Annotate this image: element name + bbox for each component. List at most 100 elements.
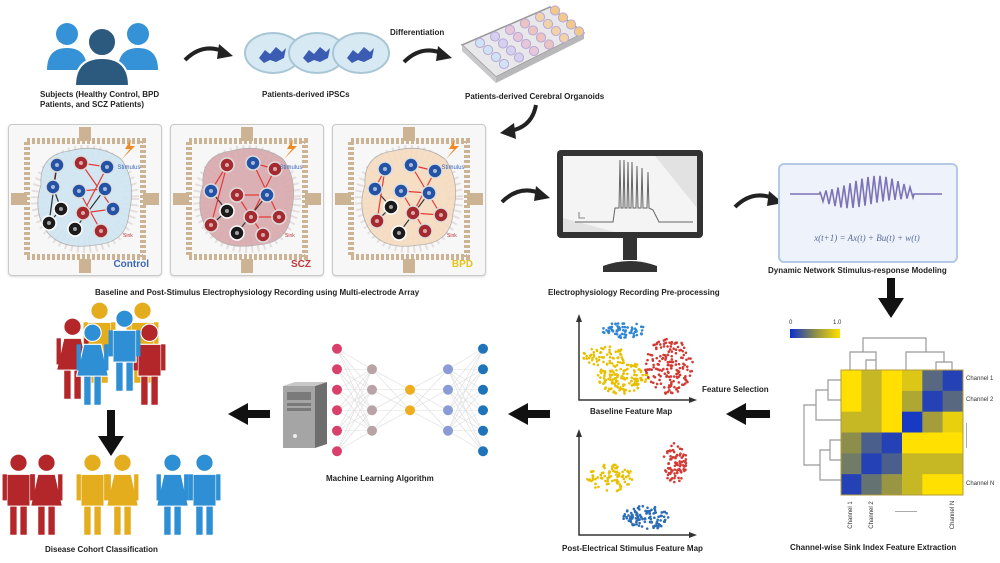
scatter-point bbox=[689, 357, 692, 360]
scatter-point bbox=[595, 357, 598, 360]
oscillation-waveform bbox=[790, 175, 942, 209]
person-body bbox=[105, 473, 140, 507]
heatmap-cell bbox=[922, 453, 943, 475]
scatter-point bbox=[651, 359, 655, 362]
scatter-point bbox=[592, 351, 596, 354]
scatter-point bbox=[653, 507, 656, 510]
scatter-point bbox=[636, 382, 640, 386]
scatter-point bbox=[615, 470, 619, 474]
well bbox=[550, 25, 562, 37]
scatter-point bbox=[673, 385, 676, 389]
scatter-point bbox=[599, 351, 603, 354]
neuron-core bbox=[105, 165, 109, 169]
curved-arrow-down-icon bbox=[500, 104, 538, 139]
scatter-point bbox=[662, 367, 665, 371]
scatter-point bbox=[675, 471, 679, 475]
scatter-point bbox=[659, 382, 663, 385]
scatter-point bbox=[648, 368, 652, 371]
arrow-left-icon bbox=[726, 403, 770, 425]
scatter-point bbox=[607, 389, 610, 393]
scatter-point bbox=[660, 514, 663, 518]
scatter-point bbox=[657, 515, 660, 519]
scatter-point bbox=[639, 376, 642, 380]
scatter-point bbox=[667, 386, 671, 389]
scatter-point bbox=[670, 350, 674, 353]
nn-neuron bbox=[443, 425, 453, 436]
nn-edge bbox=[336, 430, 373, 452]
scatter-point bbox=[684, 464, 688, 467]
heatmap-cell bbox=[861, 370, 882, 392]
curved-arrow-icon bbox=[733, 191, 783, 209]
nn-neuron bbox=[367, 364, 377, 375]
person-arm bbox=[2, 474, 7, 501]
scatter-point bbox=[616, 475, 619, 479]
post-stimulus-map-label: Post-Electrical Stimulus Feature Map bbox=[562, 544, 703, 553]
scatter-point bbox=[679, 470, 683, 474]
scatter-point bbox=[603, 374, 606, 378]
scatter-point bbox=[610, 479, 614, 483]
scatter-point bbox=[675, 341, 678, 345]
scatter-point bbox=[595, 349, 599, 353]
person-leg bbox=[125, 361, 134, 392]
scatter-point bbox=[607, 482, 610, 486]
scatter-point bbox=[632, 334, 636, 338]
nn-edge bbox=[447, 409, 484, 432]
person-arm bbox=[161, 344, 166, 371]
scatter-point bbox=[632, 332, 635, 335]
person-arm bbox=[188, 474, 193, 501]
scatter-point bbox=[669, 455, 672, 458]
scatter-point bbox=[675, 375, 679, 379]
scatter-point bbox=[610, 373, 614, 377]
scatter-point bbox=[598, 355, 601, 359]
heatmap-cell bbox=[881, 453, 903, 475]
scatter-point bbox=[615, 473, 618, 476]
neuron-core bbox=[383, 167, 387, 171]
stimulus-label: Stimulus bbox=[117, 165, 140, 171]
scatter-point bbox=[683, 363, 686, 367]
scatter-point bbox=[649, 515, 652, 518]
scatter-point bbox=[685, 358, 688, 361]
male-person-icon bbox=[188, 453, 221, 536]
scatter-point bbox=[655, 346, 658, 349]
feature-selection-label: Feature Selection bbox=[702, 385, 769, 394]
nn-edge bbox=[447, 389, 484, 431]
baseline-feature-scatter bbox=[576, 314, 697, 403]
nn-edge bbox=[447, 348, 484, 370]
scatter-point bbox=[603, 345, 607, 349]
scatter-point bbox=[587, 361, 591, 364]
scatter-point bbox=[602, 382, 605, 386]
heatmap-cell bbox=[902, 370, 923, 392]
scatter-point bbox=[624, 335, 627, 339]
well bbox=[482, 44, 494, 56]
scatter-point bbox=[667, 375, 671, 379]
heatmap-cell bbox=[841, 390, 862, 412]
scatter-point bbox=[582, 351, 586, 355]
scatter-point bbox=[652, 363, 655, 367]
scatter-point bbox=[608, 356, 612, 359]
scatter-point bbox=[603, 474, 606, 478]
scatter-point bbox=[663, 338, 667, 342]
scatter-point bbox=[677, 370, 681, 374]
scatter-point bbox=[637, 508, 641, 511]
nn-edge bbox=[447, 348, 484, 390]
scatter-point bbox=[638, 513, 642, 517]
subjects-label-line2: Patients, and SCZ Patients) bbox=[40, 100, 145, 109]
nn-edge bbox=[447, 430, 484, 452]
arrow-left-icon bbox=[508, 403, 550, 425]
scatter-point bbox=[645, 373, 649, 377]
scatter-point bbox=[688, 374, 692, 377]
scatter-point bbox=[623, 325, 627, 329]
scatter-point bbox=[632, 369, 636, 372]
scatter-point bbox=[682, 468, 686, 471]
scatter-point bbox=[626, 326, 629, 329]
scatter-point bbox=[645, 371, 648, 375]
contact-pad bbox=[305, 193, 321, 205]
scatter-point bbox=[640, 525, 644, 528]
person-arm bbox=[30, 474, 35, 501]
nn-edge bbox=[447, 348, 484, 411]
scatter-point bbox=[616, 324, 619, 328]
scatter-point bbox=[666, 345, 669, 348]
neuron-core bbox=[373, 187, 377, 191]
nn-neuron bbox=[367, 425, 377, 436]
scatter-point bbox=[645, 527, 649, 530]
